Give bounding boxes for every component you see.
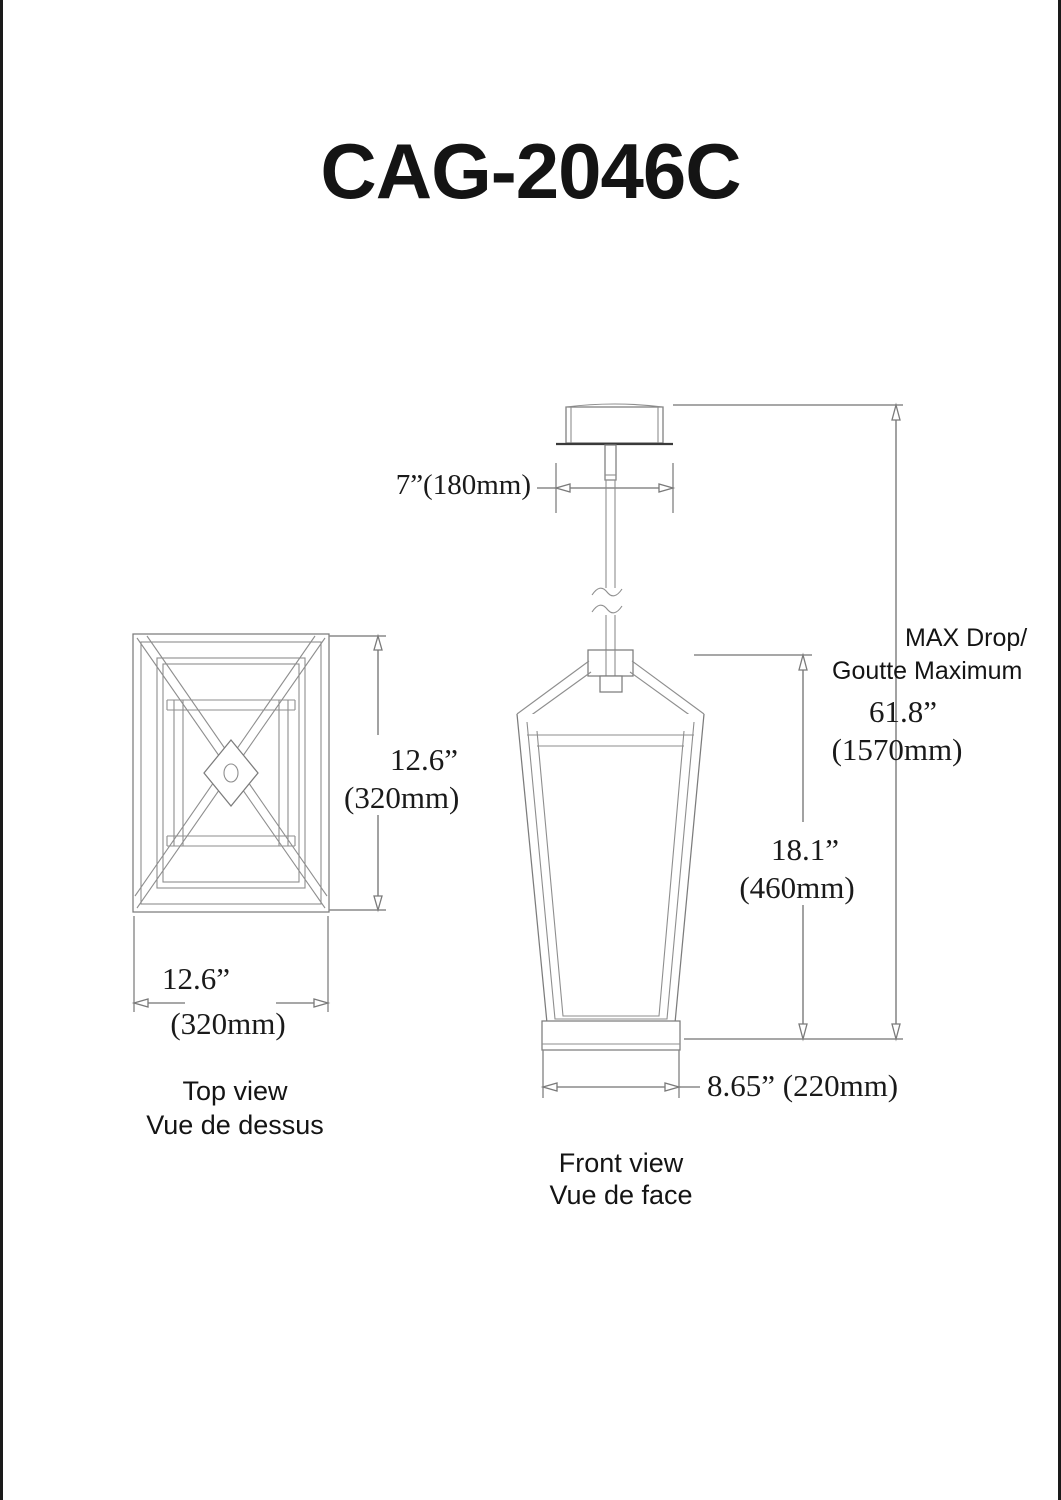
rod-break-symbol xyxy=(591,587,623,614)
body-height-dimension: 18.1” (460mm) xyxy=(694,652,855,1042)
top-view-label-en: Top view xyxy=(182,1076,288,1106)
base-width-arrow-left xyxy=(540,1082,558,1092)
front-view-drawing xyxy=(516,403,705,1051)
max-drop-arrow-bottom xyxy=(891,1023,901,1042)
top-view-drawing xyxy=(132,633,330,913)
top-view-label-fr: Vue de dessus xyxy=(146,1110,324,1140)
canopy-width-arrow-left xyxy=(553,483,571,493)
canopy-width-label: 7”(180mm) xyxy=(396,469,531,501)
page-title: CAG-2046C xyxy=(320,127,741,215)
max-drop-imperial: 61.8” xyxy=(869,694,937,729)
top-view-center-hub-diamond xyxy=(203,739,259,807)
max-drop-dimension: MAX Drop/ Goutte Maximum 61.8” (1570mm) xyxy=(673,402,1027,1042)
front-canopy-top-arc xyxy=(565,403,664,408)
top-view-height-arrow-top xyxy=(373,633,383,651)
top-view-width-imperial: 12.6” xyxy=(162,961,230,996)
break-wave-bottom xyxy=(591,604,623,614)
top-view-height-dimension: 12.6” (320mm) xyxy=(329,633,459,913)
base-width-arrow-right xyxy=(664,1082,682,1092)
canopy-width-arrow-right xyxy=(658,483,676,493)
front-shade-inner xyxy=(536,730,685,1017)
body-height-metric: (460mm) xyxy=(739,870,854,905)
top-view-inner-rail-outer xyxy=(156,657,306,889)
top-view-height-imperial: 12.6” xyxy=(390,742,458,777)
max-drop-arrow-top xyxy=(891,402,901,421)
front-roof-hub-block xyxy=(587,649,634,677)
front-view-label-fr: Vue de face xyxy=(549,1180,692,1210)
front-roof-right-a xyxy=(631,660,705,715)
top-view-width-metric: (320mm) xyxy=(170,1006,285,1041)
base-width-label: 8.65” (220mm) xyxy=(707,1068,898,1103)
top-view-inner-rail-inner xyxy=(162,663,300,883)
top-view-width-arrow-right xyxy=(313,998,331,1008)
body-height-arrow-bottom xyxy=(798,1023,808,1042)
canopy-width-dimension: 7”(180mm) xyxy=(396,463,676,513)
top-view-height-arrow-bottom xyxy=(373,895,383,913)
max-drop-label-en: MAX Drop/ xyxy=(905,624,1027,652)
top-view-width-arrow-left xyxy=(131,998,149,1008)
front-base-plate xyxy=(541,1020,681,1051)
top-view-frame-inner-edge xyxy=(140,641,322,905)
front-roof-left-a xyxy=(516,660,590,715)
top-view-center-hole xyxy=(223,763,239,783)
front-view-label-en: Front view xyxy=(559,1148,684,1178)
break-wave-top xyxy=(591,587,623,597)
max-drop-metric: (1570mm) xyxy=(832,732,963,767)
top-view-width-dimension: 12.6” (320mm) xyxy=(131,916,331,1041)
base-width-dimension: 8.65” (220mm) xyxy=(540,1050,898,1103)
max-drop-label-fr: Goutte Maximum xyxy=(832,657,1022,685)
front-hub-lower-boss xyxy=(599,675,623,693)
body-height-imperial: 18.1” xyxy=(771,832,839,867)
front-shade-outer xyxy=(516,713,705,1024)
front-canopy-body xyxy=(565,406,664,444)
top-view-height-metric: (320mm) xyxy=(344,780,459,815)
front-shade-mid xyxy=(526,721,695,1020)
body-height-arrow-top xyxy=(798,652,808,671)
